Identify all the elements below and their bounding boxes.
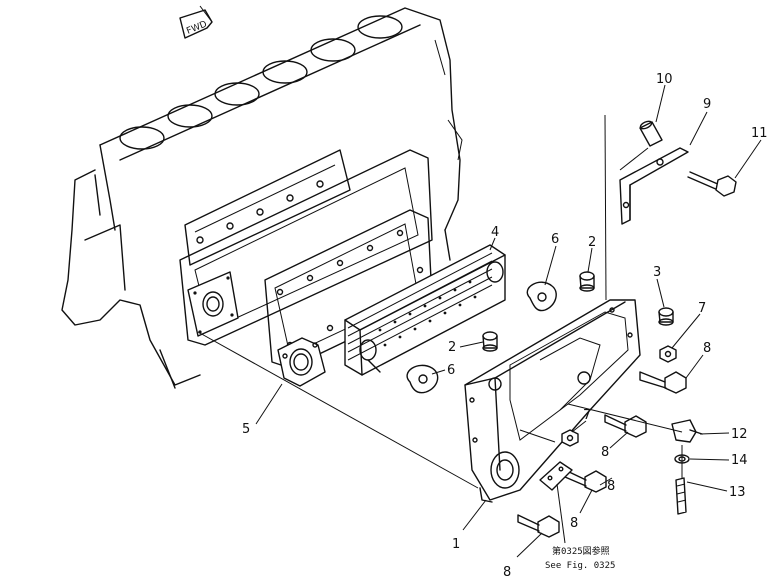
part-5-flange-gasket xyxy=(277,337,326,387)
fwd-label: FWD xyxy=(185,20,208,37)
part-4-oil-cooler-element xyxy=(344,244,506,376)
part-1-cooler-cover xyxy=(464,299,641,503)
callout-7-lower: 7 xyxy=(583,408,591,423)
part-8-bolt-b xyxy=(604,414,647,438)
callout-8-e: 8 xyxy=(503,565,511,579)
part-7-nut-upper xyxy=(659,345,677,363)
part-6-gasket-upper xyxy=(526,281,557,312)
part-8-bolt-a xyxy=(639,371,687,394)
part-12-fitting xyxy=(671,419,703,443)
part-8-bolt-c xyxy=(564,469,607,493)
callout-6-lower: 6 xyxy=(447,363,455,378)
callout-4: 4 xyxy=(491,225,499,240)
callout-8-d: 8 xyxy=(570,516,578,531)
callout-2-lower: 2 xyxy=(448,340,456,355)
reference-note-jp: 第0325図参照 xyxy=(552,545,610,557)
callout-11: 11 xyxy=(751,126,768,141)
callout-9: 9 xyxy=(703,97,711,112)
callout-10: 10 xyxy=(656,72,673,87)
callout-8-c: 8 xyxy=(607,479,615,494)
cover-plate-small xyxy=(539,461,573,491)
callout-3: 3 xyxy=(653,265,661,280)
part-13-pipe xyxy=(675,477,687,515)
fwd-arrow-icon: FWD xyxy=(179,5,213,39)
part-8-bolt-d xyxy=(517,514,560,538)
callout-12: 12 xyxy=(731,427,748,442)
reference-note-en: See Fig. 0325 xyxy=(545,561,615,571)
callout-6-upper: 6 xyxy=(551,232,559,247)
leader-lines xyxy=(255,84,762,558)
part-2-plug-lower xyxy=(482,331,498,352)
callout-7-upper: 7 xyxy=(698,301,706,316)
reference-note: 第0325図参照 See Fig. 0325 xyxy=(545,545,615,571)
callout-8-a: 8 xyxy=(703,341,711,356)
part-11-bolt xyxy=(687,171,737,197)
callout-numbers: 10 9 11 4 2 6 3 7 8 2 6 5 7 8 8 8 1 8 12… xyxy=(242,72,768,579)
part-7-nut-lower xyxy=(561,429,579,447)
callout-13: 13 xyxy=(729,485,746,500)
callout-2-upper: 2 xyxy=(588,235,596,250)
part-3-plug xyxy=(658,307,674,326)
cooler-fin-dots xyxy=(378,280,477,347)
part-2-plug-upper xyxy=(579,271,595,292)
assembly-lines xyxy=(197,114,683,489)
callout-14: 14 xyxy=(731,453,748,468)
callout-8-b: 8 xyxy=(601,445,609,460)
part-6-gasket-lower xyxy=(406,364,439,394)
part-9-bracket xyxy=(619,147,689,225)
part-10-spacer xyxy=(639,120,663,147)
callout-1: 1 xyxy=(452,537,460,552)
block-port-plate xyxy=(187,271,239,337)
callout-5: 5 xyxy=(242,422,250,437)
